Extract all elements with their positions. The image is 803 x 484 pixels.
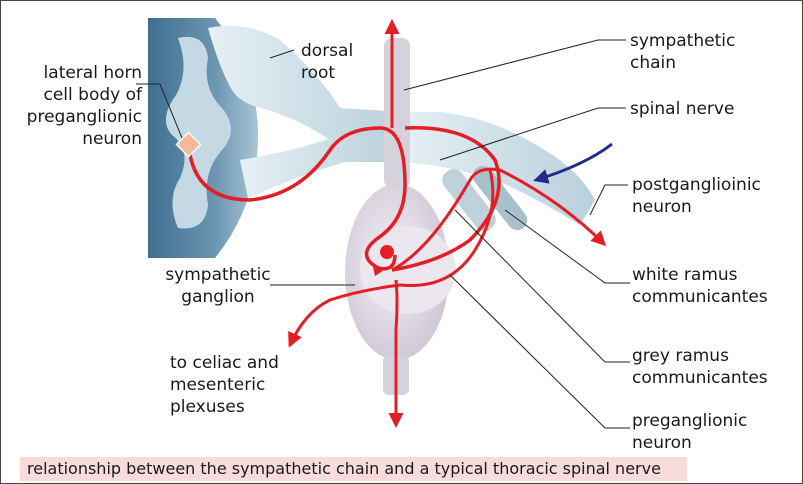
figure-caption: relationship between the sympathetic cha… [20, 457, 687, 481]
chain-trunk-upper [384, 38, 410, 188]
leader-grey-ramus [455, 210, 630, 362]
label-spinal-nerve: spinal nerve [630, 98, 780, 120]
label-white-ramus: white ramus communicantes [632, 264, 792, 308]
label-sympathetic-ganglion: sympathetic ganglion [163, 264, 273, 308]
label-grey-ramus: grey ramus communicantes [632, 345, 792, 389]
descending-fiber [396, 280, 397, 425]
ventral-root [240, 135, 400, 198]
label-lateral-horn: lateral horn cell body of preganglionic … [20, 62, 142, 150]
leader-preganglionic [450, 275, 630, 428]
label-celiac-plexuses: to celiac and mesenteric plexuses [170, 352, 310, 418]
label-dorsal-root: dorsal root [301, 40, 381, 84]
label-sympathetic-chain: sympathetic chain [630, 30, 780, 74]
label-preganglionic-neuron: preganglionic neuron [632, 410, 792, 454]
label-postganglionic-neuron: postganglioinic neuron [632, 174, 792, 218]
synapse-dot [380, 245, 394, 259]
leader-sympathetic-chain [404, 40, 626, 90]
leader-postganglionic [590, 185, 628, 215]
